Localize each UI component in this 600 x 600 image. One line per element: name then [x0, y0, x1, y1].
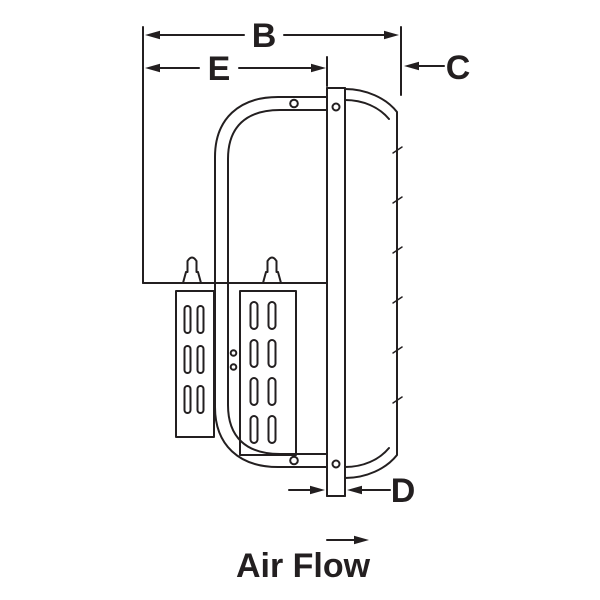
mounting-slot [267, 415, 277, 444]
housing-edge-ticks [392, 146, 403, 404]
mounting-slot [183, 345, 192, 374]
arrowhead-right-icon [311, 63, 326, 73]
bracket-rivet-top [229, 349, 238, 357]
arrowhead-right-icon [384, 30, 399, 40]
mounting-slot [249, 301, 259, 330]
dimension-d-label: D [391, 472, 416, 510]
mounting-slot [196, 345, 205, 374]
housing-outer-edge [344, 88, 398, 479]
fan-housing [344, 88, 403, 479]
housing-inner-top-flange [344, 99, 390, 120]
motor-mount [142, 256, 328, 456]
mounting-slot [196, 385, 205, 414]
guard-fastener-top [289, 98, 299, 109]
arrowhead-left-icon [145, 63, 160, 73]
mounting-slot [267, 377, 277, 406]
dimension-line-c [404, 61, 445, 71]
mounting-slot [183, 385, 192, 414]
mounting-slot [249, 339, 259, 368]
bolt-hole-top [331, 102, 341, 112]
bracket-plate-right [239, 290, 297, 456]
mounting-slot [249, 377, 259, 406]
housing-inner-bottom-flange [344, 447, 390, 468]
dimension-line-d [288, 485, 391, 495]
dimension-b-label: B [252, 17, 277, 55]
motor-standoff-right [262, 256, 282, 284]
arrowhead-left-icon [347, 485, 362, 495]
mounting-slot [183, 305, 192, 334]
guard-fastener-bottom [289, 455, 299, 466]
airflow-label: Air Flow [236, 547, 371, 585]
bolt-hole-bottom [331, 459, 341, 469]
dimension-e-label: E [208, 50, 231, 88]
dimension-c-label: C [446, 49, 471, 87]
mounting-slot [267, 339, 277, 368]
mounting-panel [326, 87, 346, 497]
dimension-line-e [145, 63, 326, 73]
bracket-rivet-bottom [229, 363, 238, 371]
bracket-plate-left [175, 290, 215, 438]
mounting-slot [196, 305, 205, 334]
mounting-slot [267, 301, 277, 330]
mounting-slot [249, 415, 259, 444]
dimension-line-b [145, 30, 399, 40]
arrowhead-left-icon [145, 30, 160, 40]
arrowhead-left-icon [404, 61, 419, 71]
arrowhead-right-icon [354, 535, 369, 545]
motor-standoff-left [182, 256, 202, 284]
arrowhead-right-icon [310, 485, 325, 495]
airflow-arrow [326, 535, 369, 545]
